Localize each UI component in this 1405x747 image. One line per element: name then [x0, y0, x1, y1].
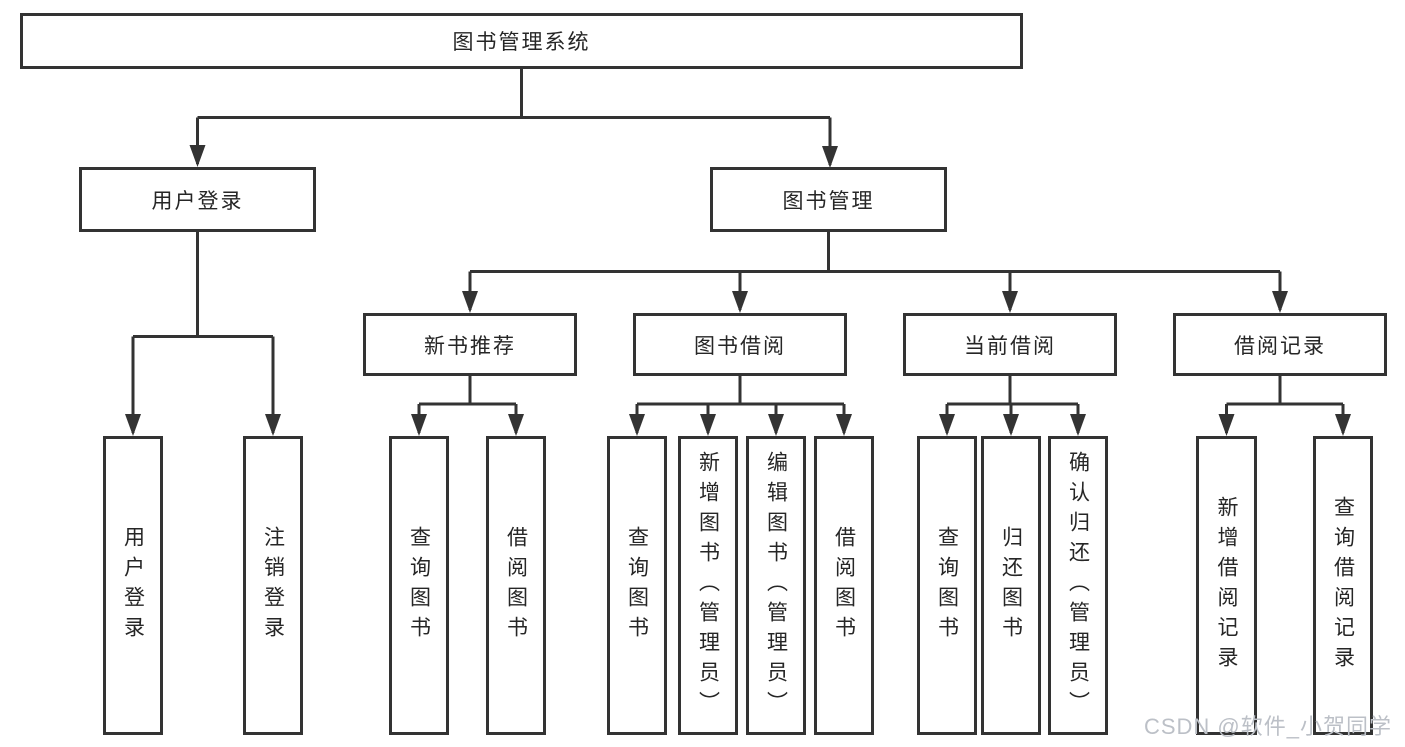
leaf-borrow-borrow-books: 借阅图书 — [814, 436, 874, 735]
csdn-watermark: CSDN @软件_小贺同学 — [1143, 714, 1392, 739]
node-label: 查询借阅记录 — [1331, 495, 1355, 676]
node-label: 图书借阅 — [694, 334, 786, 358]
node-label: 借阅图书 — [504, 525, 528, 646]
leaf-current-return-books: 归还图书 — [981, 436, 1041, 735]
node-label: 用户登录 — [151, 189, 244, 213]
node-label: 确认归还（管理员） — [1066, 450, 1090, 721]
node-label: 图书管理 — [782, 189, 875, 213]
leaf-current-confirm-return-admin: 确认归还（管理员） — [1048, 436, 1108, 735]
node-label: 归还图书 — [999, 525, 1023, 646]
node-label: 新增图书（管理员） — [696, 450, 720, 721]
node-label: 查询图书 — [935, 525, 959, 646]
leaf-newbooks-borrow-books: 借阅图书 — [486, 436, 546, 735]
node-label: 新增借阅记录 — [1215, 495, 1239, 676]
leaf-current-query-books: 查询图书 — [917, 436, 977, 735]
node-label: 当前借阅 — [964, 334, 1056, 358]
node-label: 查询图书 — [407, 525, 431, 646]
leaf-user-login: 用户登录 — [103, 436, 163, 735]
node-label: 用户登录 — [121, 525, 145, 646]
node-book-management: 图书管理 — [710, 167, 947, 232]
leaf-borrow-edit-books-admin: 编辑图书（管理员） — [746, 436, 806, 735]
node-new-book-recommend: 新书推荐 — [363, 313, 577, 376]
node-label: 图书管理系统 — [452, 31, 591, 54]
node-library-management-system: 图书管理系统 — [20, 13, 1023, 69]
node-label: 注销登录 — [261, 525, 285, 646]
leaf-newbooks-query-books: 查询图书 — [389, 436, 449, 735]
node-book-borrowing: 图书借阅 — [633, 313, 847, 376]
node-label: 查询图书 — [625, 525, 649, 646]
node-user-login: 用户登录 — [79, 167, 316, 232]
leaf-borrow-query-books: 查询图书 — [607, 436, 667, 735]
leaf-borrow-add-books-admin: 新增图书（管理员） — [678, 436, 738, 735]
leaf-records-add-record: 新增借阅记录 — [1196, 436, 1257, 735]
leaf-logout: 注销登录 — [243, 436, 303, 735]
node-label: 借阅记录 — [1234, 334, 1326, 358]
node-label: 借阅图书 — [832, 525, 856, 646]
leaf-records-query-record: 查询借阅记录 — [1313, 436, 1373, 735]
node-current-borrowing: 当前借阅 — [903, 313, 1117, 376]
node-label: 编辑图书（管理员） — [764, 450, 788, 721]
node-borrow-records: 借阅记录 — [1173, 313, 1387, 376]
node-label: 新书推荐 — [424, 334, 516, 358]
